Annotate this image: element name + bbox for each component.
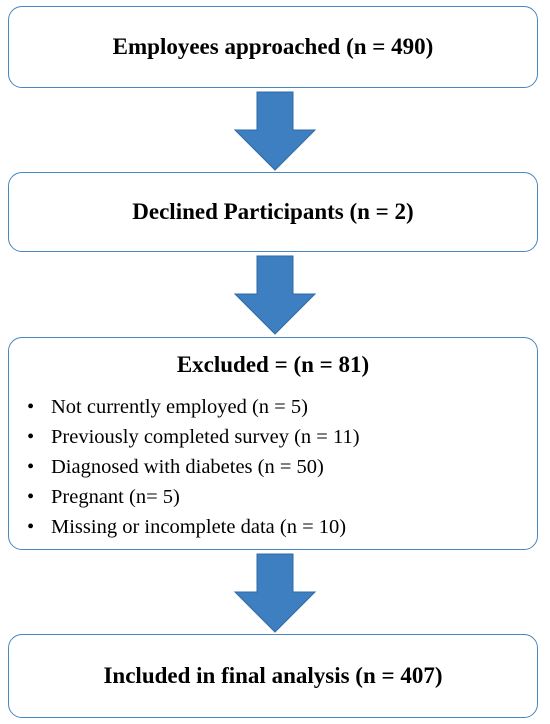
flow-box-label: Included in final analysis (n = 407)	[103, 663, 443, 688]
bullet-icon: •	[27, 486, 35, 508]
exclusion-criteria-list: • Not currently employed (n = 5) • Previou…	[21, 392, 360, 542]
flow-box-employees-approached: Employees approached (n = 490)	[8, 6, 538, 88]
flow-box-declined-participants: Declined Participants (n = 2)	[8, 172, 538, 252]
down-arrow-icon	[233, 553, 317, 633]
bullet-icon: •	[27, 426, 35, 448]
flow-box-label: Excluded = (n = 81)	[176, 352, 370, 377]
list-item: • Missing or incomplete data (n = 10)	[21, 512, 360, 542]
flow-box-included-final-analysis: Included in final analysis (n = 407)	[8, 634, 538, 718]
flow-box-label: Declined Participants (n = 2)	[132, 199, 414, 224]
down-arrow-icon	[233, 255, 317, 335]
flow-box-excluded: Excluded = (n = 81) • Not currently emplo…	[8, 337, 538, 550]
bullet-icon: •	[27, 456, 35, 478]
bullet-icon: •	[27, 516, 35, 538]
exclusion-criterion: Missing or incomplete data (n = 10)	[51, 516, 347, 538]
list-item: • Diagnosed with diabetes (n = 50)	[21, 452, 360, 482]
list-item: • Previously completed survey (n = 11)	[21, 422, 360, 452]
list-item: • Not currently employed (n = 5)	[21, 392, 360, 422]
exclusion-criterion: Not currently employed (n = 5)	[51, 396, 308, 418]
flow-box-label: Employees approached (n = 490)	[112, 34, 434, 59]
exclusion-criterion: Diagnosed with diabetes (n = 50)	[51, 456, 324, 478]
list-item: • Pregnant (n= 5)	[21, 482, 360, 512]
exclusion-criterion: Pregnant (n= 5)	[51, 486, 180, 508]
exclusion-criterion: Previously completed survey (n = 11)	[51, 426, 360, 448]
bullet-icon: •	[27, 396, 35, 418]
down-arrow-icon	[233, 91, 317, 171]
